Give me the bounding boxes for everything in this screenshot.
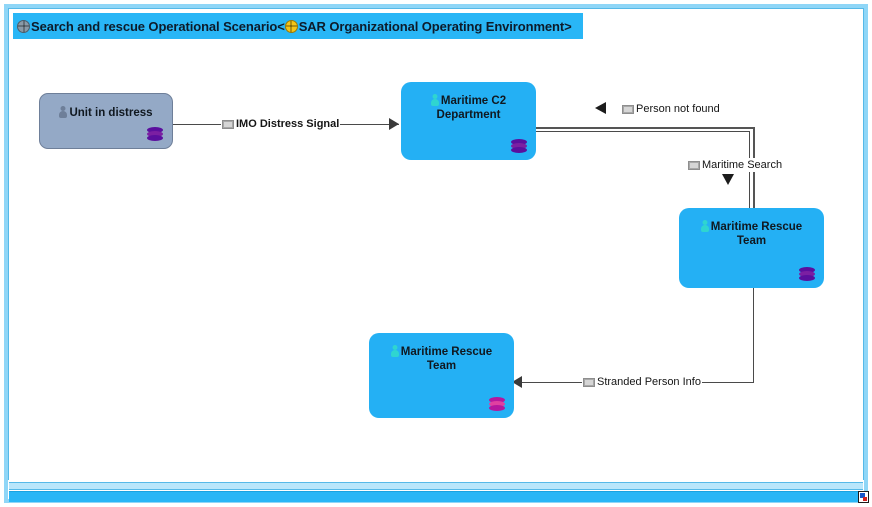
node-label: Maritime Rescue <box>710 221 803 233</box>
resize-grip-icon[interactable] <box>858 491 869 503</box>
edge-line-person-not-found-h <box>535 127 755 129</box>
edge-label-person-not-found[interactable]: Person not found <box>621 102 721 116</box>
edge-arrow-stranded-person-info <box>512 376 522 388</box>
title-text-part2: SAR Organizational Operating Environment… <box>298 18 572 34</box>
edge-label-imo-distress-signal[interactable]: IMO Distress Signal <box>221 117 341 131</box>
edge-line-stranded-person-v <box>753 288 754 383</box>
globe-gray-icon <box>17 19 30 33</box>
edge-line-person-not-found-v <box>753 127 755 257</box>
message-icon <box>688 160 700 170</box>
edge-label-maritime-search[interactable]: Maritime Search <box>687 158 784 172</box>
edge-label-text: IMO Distress Signal <box>236 117 340 130</box>
node-label-line2: Team <box>426 360 457 372</box>
edge-label-text: Stranded Person Info <box>597 375 701 388</box>
edge-label-text: Maritime Search <box>702 158 783 171</box>
status-strip-accent <box>9 491 863 502</box>
edge-arrow-person-not-found <box>595 102 606 114</box>
status-strip-light <box>9 482 863 490</box>
node-label-line2: Department <box>436 109 501 121</box>
diagram-canvas[interactable]: IMO Distress Signal Person not found Mar… <box>9 40 863 480</box>
node-maritime-c2-department[interactable]: Maritime C2 Department <box>401 82 536 160</box>
node-label-line2: Team <box>736 235 767 247</box>
node-label: Maritime Rescue <box>400 346 493 358</box>
node-label: Unit in distress <box>69 107 153 119</box>
person-icon <box>390 345 399 357</box>
layers-icon <box>147 127 163 141</box>
person-icon <box>59 106 68 118</box>
person-icon <box>700 220 709 232</box>
node-unit-in-distress[interactable]: Unit in distress <box>39 93 173 149</box>
node-label: Maritime C2 <box>440 95 507 107</box>
person-icon <box>430 94 439 106</box>
message-icon <box>583 377 595 387</box>
node-maritime-rescue-team-right[interactable]: Maritime Rescue Team <box>679 208 824 288</box>
title-text-part1: Search and rescue Operational Scenario< <box>31 18 285 34</box>
diagram-title-bar[interactable]: Search and rescue Operational Scenario< S… <box>13 13 583 39</box>
layers-icon <box>511 139 527 153</box>
message-icon <box>622 104 634 114</box>
edge-arrow-maritime-search <box>722 174 734 185</box>
edge-line-maritime-search-h <box>535 131 750 132</box>
edge-line-maritime-search-v <box>749 131 750 257</box>
edge-label-text: Person not found <box>636 102 720 115</box>
node-maritime-rescue-team-bottom[interactable]: Maritime Rescue Team <box>369 333 514 418</box>
edge-arrow-imo-distress <box>389 118 399 130</box>
message-icon <box>222 119 234 129</box>
layers-icon <box>799 267 815 281</box>
edge-label-stranded-person-info[interactable]: Stranded Person Info <box>582 375 702 389</box>
layers-icon <box>489 397 505 411</box>
globe-gold-icon <box>284 19 298 33</box>
